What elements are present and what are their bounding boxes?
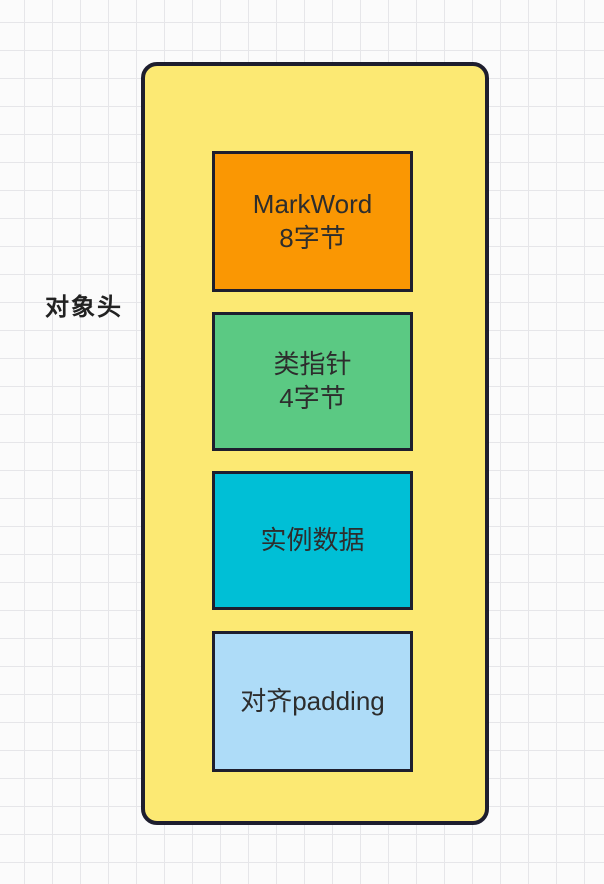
align-padding-box-title: 对齐padding	[240, 685, 385, 716]
class-pointer-box: 类指针 4字节	[212, 312, 413, 451]
object-header-label: 对象头	[45, 294, 123, 321]
class-pointer-box-size: 4字节	[279, 382, 346, 413]
instance-data-box-title: 实例数据	[260, 524, 365, 555]
align-padding-box: 对齐padding	[212, 631, 413, 772]
instance-data-box: 实例数据	[212, 471, 413, 610]
markword-box-size: 8字节	[279, 222, 346, 253]
class-pointer-box-title: 类指针	[273, 348, 352, 379]
markword-box: MarkWord 8字节	[212, 151, 413, 292]
markword-box-title: MarkWord	[252, 188, 373, 219]
